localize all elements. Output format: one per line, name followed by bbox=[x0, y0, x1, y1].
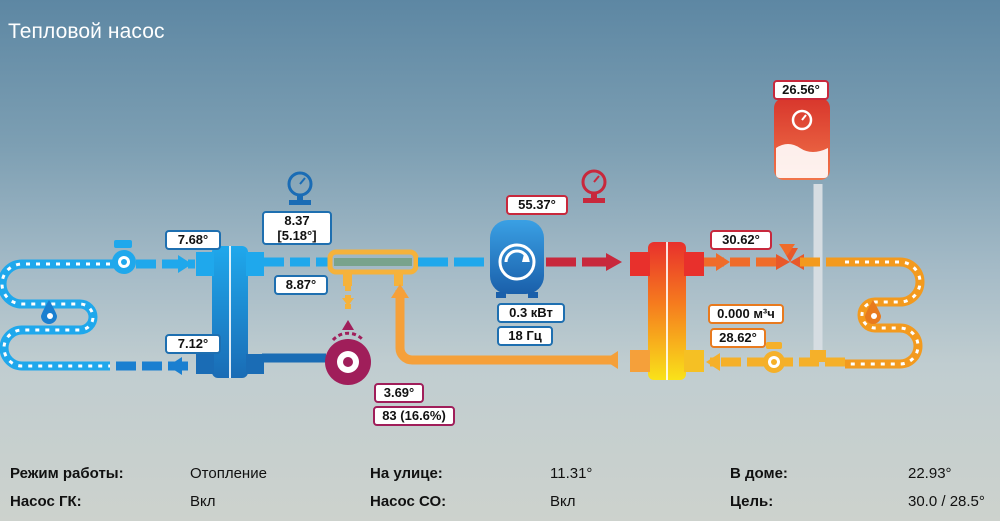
heating-loop bbox=[845, 257, 925, 369]
pump-icon bbox=[763, 342, 785, 373]
flow-rate-value: 0.000 м³ч bbox=[708, 304, 784, 324]
compressor-frequency-value: 18 Гц bbox=[497, 326, 553, 346]
target-temp-label: Цель: bbox=[730, 493, 774, 510]
heating-pump-label: Насос СО: bbox=[370, 493, 447, 510]
heat-pump-diagram bbox=[0, 98, 925, 385]
pressure-gauge-icon bbox=[287, 171, 313, 205]
pump-icon bbox=[112, 240, 136, 274]
heating-pump-value: Вкл bbox=[550, 493, 576, 510]
discharge-temp-value: 55.37° bbox=[506, 195, 568, 215]
internal-heat-exchanger-icon bbox=[327, 249, 419, 286]
compressor-icon bbox=[490, 220, 544, 298]
flow-arrow-icon bbox=[606, 253, 622, 271]
supply-temp-value: 30.62° bbox=[710, 230, 772, 250]
brine-out-temp-value: 7.12° bbox=[165, 334, 221, 354]
outdoor-temp-label: На улице: bbox=[370, 465, 443, 482]
compressor-power-value: 0.3 кВт bbox=[497, 303, 565, 323]
ground-pump-value: Вкл bbox=[190, 493, 216, 510]
flow-arrow-icon bbox=[178, 255, 192, 273]
mode-label: Режим работы: bbox=[10, 465, 124, 482]
page-title: Тепловой насос bbox=[8, 20, 165, 43]
mode-value: Отопление bbox=[190, 465, 267, 482]
return-temp-value: 28.62° bbox=[710, 328, 766, 348]
flow-arrow-icon bbox=[604, 351, 618, 369]
evaporator-pressure-bar: 8.37 bbox=[284, 213, 310, 228]
flow-arrow-icon bbox=[391, 284, 409, 298]
flow-arrow-icon bbox=[706, 353, 720, 371]
indoor-temp-value: 22.93° bbox=[908, 465, 952, 482]
boiler-tank-icon bbox=[774, 98, 830, 180]
indoor-temp-label: В доме: bbox=[730, 465, 788, 482]
ground-pump-label: Насос ГК: bbox=[10, 493, 82, 510]
flow-arrow-icon bbox=[168, 357, 182, 375]
expansion-valve-position-value: 83 (16.6%) bbox=[373, 406, 455, 426]
evaporator-pressure-value: 8.37 [5.18°] bbox=[262, 211, 332, 245]
suction-temp-value: 8.87° bbox=[274, 275, 328, 295]
evaporator-saturation-temp: [5.18°] bbox=[277, 228, 317, 243]
condenser-heat-exchanger-icon bbox=[630, 242, 704, 380]
evaporator-heat-exchanger-icon bbox=[196, 246, 264, 378]
expansion-valve-icon bbox=[325, 320, 371, 385]
outdoor-temp-value: 11.31° bbox=[550, 465, 593, 482]
flow-arrow-icon bbox=[716, 253, 730, 271]
expansion-valve-temp-value: 3.69° bbox=[374, 383, 424, 403]
pressure-gauge-icon bbox=[581, 169, 607, 203]
water-drop-icon bbox=[41, 300, 57, 324]
brine-in-temp-value: 7.68° bbox=[165, 230, 221, 250]
boiler-temp-value: 26.56° bbox=[773, 80, 829, 100]
water-drop-icon bbox=[865, 300, 881, 324]
target-temp-value: 30.0 / 28.5° bbox=[908, 493, 985, 510]
